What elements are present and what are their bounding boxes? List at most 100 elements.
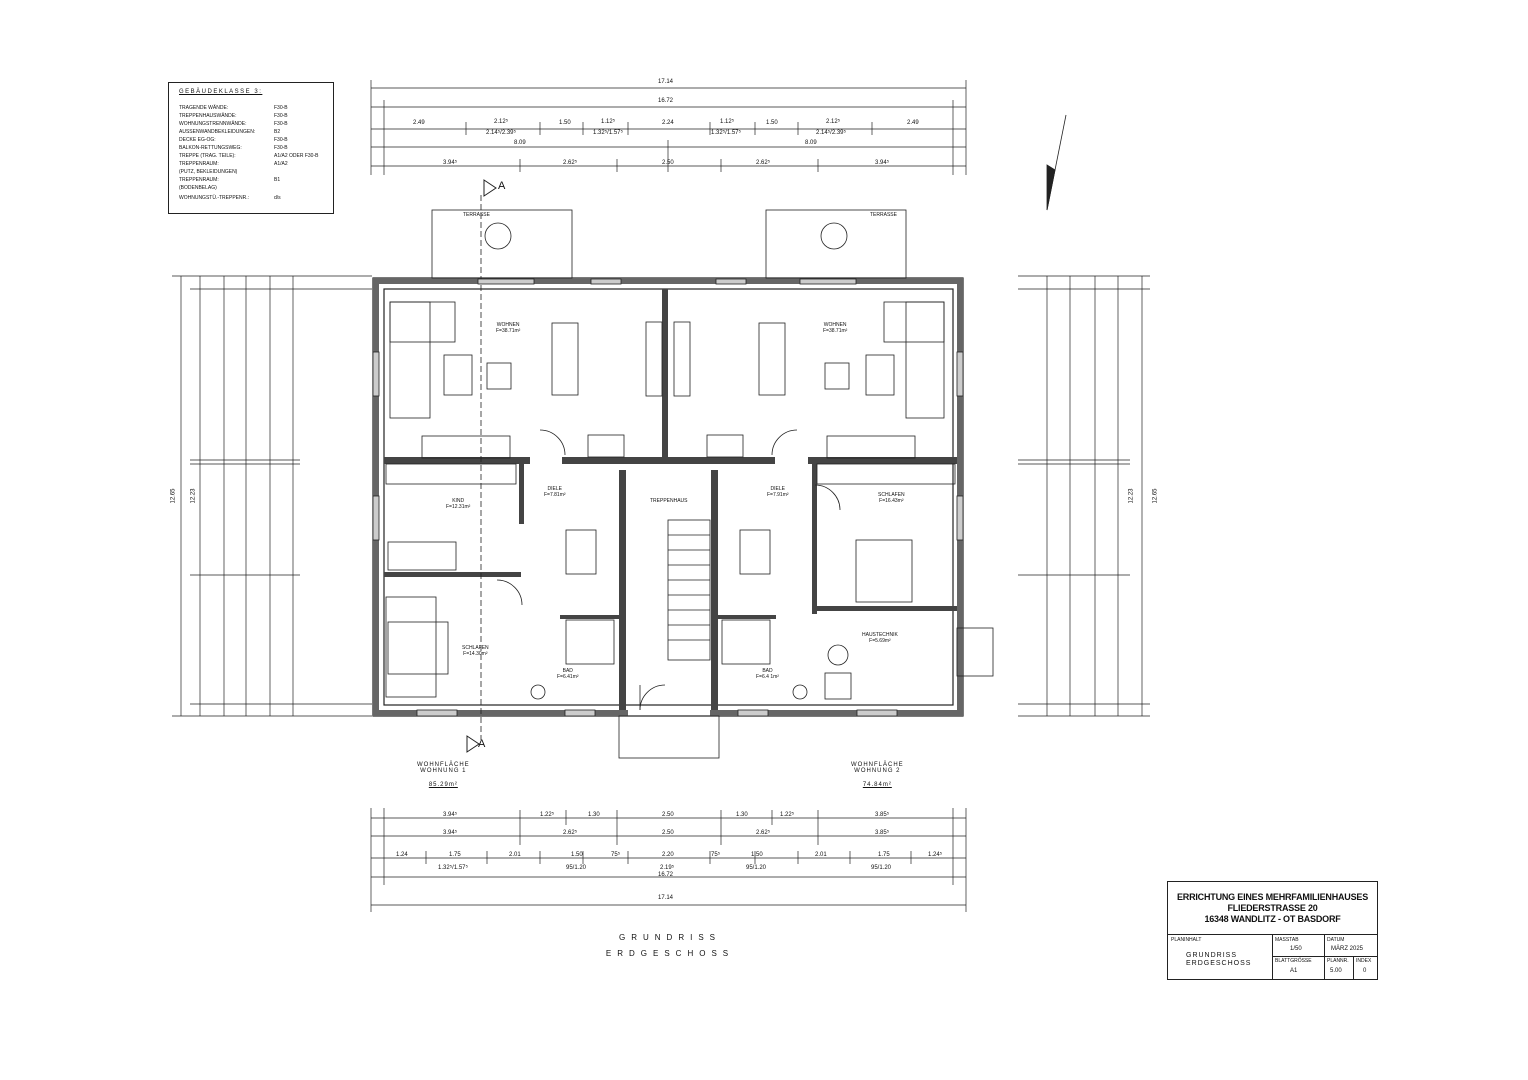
legend-row: TRAGENDE WÄNDE: F30-B	[179, 105, 288, 111]
dim-overall-bottom: 17.14	[658, 895, 674, 901]
dim-label: 1.12⁵	[601, 119, 616, 125]
dim-label: 2.20	[662, 852, 674, 858]
legend-value: d/s	[274, 195, 281, 201]
legend-value: B1	[274, 177, 281, 183]
legend-row: TREPPENRAUM: B1	[179, 177, 280, 183]
living-area-w2: WOHNFLÄCHE WOHNUNG 2 74.84m²	[851, 762, 904, 788]
dim-label: 2.50	[662, 812, 674, 818]
legend-row: BALKON-RETTUNGSWEG:F30-B	[179, 145, 288, 151]
dim-label: 1.30	[588, 812, 600, 818]
dim-left-overall: 12.65	[170, 488, 177, 504]
project-title: ERRICHTUNG EINES MEHRFAMILIENHAUSES	[1176, 892, 1368, 902]
legend-label: TREPPENRAUM:	[179, 177, 219, 183]
legend-label: TRAGENDE WÄNDE:	[179, 105, 229, 111]
legend-row: DECKE EG-OG:F30-B	[179, 137, 288, 143]
plan-label: PLANINHALT	[1171, 937, 1202, 943]
project-street: FLIEDERSTRASSE 20	[1227, 903, 1318, 913]
dim-inner-bottom: 16.72	[658, 872, 674, 878]
legend-row: (BODENBELAG)	[179, 185, 217, 191]
dim-label: 2.14⁵/2.39⁵	[816, 130, 846, 136]
legend-value: F30-B	[274, 105, 288, 111]
legend-row: WOHNUNGSTRENNWÄNDE:F30-B	[179, 121, 288, 127]
room-area: F=6.41m²	[557, 674, 579, 680]
room-name: TREPPENHAUS	[650, 498, 688, 504]
dim-label: 75⁵	[711, 852, 721, 858]
dim-label: 2.12⁵	[494, 119, 509, 125]
room-area: F=16.43m²	[879, 498, 904, 504]
dim-label: 1.50	[751, 852, 763, 858]
room-area: F=5.69m²	[869, 638, 891, 644]
living-area-unit: WOHNUNG 1	[420, 768, 467, 774]
legend-label: BALKON-RETTUNGSWEG:	[179, 145, 242, 151]
room-area: F=7.81m²	[544, 492, 566, 498]
room-name: WOHNEN	[823, 322, 847, 328]
room-name: SCHLAFEN	[878, 492, 905, 498]
dim-label: 2.14⁵/2.39⁵	[486, 130, 516, 136]
dim-label: 3.85⁵	[875, 830, 890, 836]
room-name: DIELE	[547, 486, 562, 492]
building-class-legend: GEBÄUDEKLASSE 3: TRAGENDE WÄNDE: F30-B TR…	[168, 82, 334, 214]
dim-label: 2.01	[509, 852, 521, 858]
dim-label: 1.75	[878, 852, 890, 858]
legend-label: TREPPENHAUSWÄNDE:	[179, 113, 237, 119]
room-name: WOHNEN	[496, 322, 520, 328]
room-area: F=38.71m²	[496, 328, 521, 334]
dim-label: 75⁵	[611, 852, 621, 858]
dim-label: 1.50	[766, 120, 778, 126]
legend-row: AUSSENWANDBEKLEIDUNGEN:B2	[179, 129, 280, 135]
dim-label: 3.94⁵	[875, 160, 890, 166]
dim-label: 8.09	[805, 140, 817, 146]
legend-row: TREPPENHAUSWÄNDE: F30-B	[179, 113, 288, 119]
room-name: KIND	[452, 498, 465, 504]
date-label: DATUM	[1327, 937, 1345, 943]
dim-label: 1.32⁵/1.57⁵	[438, 865, 468, 871]
room-name: TERRASSE	[870, 212, 897, 218]
dim-label: 95/1.20	[871, 865, 892, 871]
legend-value: F30-B	[274, 113, 288, 119]
dim-label: 2.50	[662, 160, 674, 166]
living-area-w1: WOHNFLÄCHE WOHNUNG 1 85.29m²	[417, 762, 470, 788]
legend-row: (PUTZ, BEKLEIDUNGEN)	[179, 169, 237, 175]
dim-label: 2.19⁵	[660, 865, 675, 871]
living-area-value: 74.84m²	[862, 782, 892, 788]
room-name: DIELE	[770, 486, 785, 492]
index-label: INDEX	[1356, 958, 1372, 964]
plan-no-label: PLANNR.	[1327, 958, 1349, 964]
title-block: ERRICHTUNG EINES MEHRFAMILIENHAUSES FLIE…	[1167, 881, 1378, 980]
dim-label: 1.50	[571, 852, 583, 858]
room-area: F=12.31m²	[446, 504, 471, 510]
section-mark-bottom: A	[478, 738, 486, 750]
legend-row: WOHNUNGSTÜ.-TREPPENR.: d/s	[179, 195, 281, 201]
legend-label: WOHNUNGSTÜ.-TREPPENR.:	[179, 195, 249, 201]
dim-label: 2.62⁵	[563, 830, 578, 836]
dim-label: 1.32⁵/1.57⁵	[711, 130, 741, 136]
dim-label: 2.50	[662, 830, 674, 836]
dim-label: 1.50	[559, 120, 571, 126]
room-name: SCHLAFEN	[462, 645, 489, 651]
living-area-value: 85.29m²	[428, 782, 458, 788]
dim-label: 95/1.20	[746, 865, 767, 871]
project-city: 16348 WANDLITZ - OT BASDORF	[1204, 914, 1341, 924]
legend-value: F30-B	[274, 137, 288, 143]
room-name: HAUSTECHNIK	[862, 632, 898, 638]
dim-label: 2.12⁵	[826, 119, 841, 125]
format-value: A1	[1290, 968, 1298, 974]
dim-label: 3.94⁵	[443, 160, 458, 166]
living-area-title: WOHNFLÄCHE	[851, 762, 904, 768]
legend-title: GEBÄUDEKLASSE 3:	[179, 89, 263, 95]
dim-label: 3.94⁵	[443, 812, 458, 818]
room-name: BAD	[762, 668, 773, 674]
plan-no-value: 5.00	[1330, 968, 1342, 974]
format-label: BLATTGRÖSSE	[1275, 958, 1312, 964]
plan-content-1: GRUNDRISS	[1186, 952, 1238, 959]
legend-label: TREPPENRAUM:	[179, 161, 219, 167]
legend-row: TREPPENRAUM:A1/A2	[179, 161, 288, 167]
section-mark-top: A	[498, 180, 506, 192]
